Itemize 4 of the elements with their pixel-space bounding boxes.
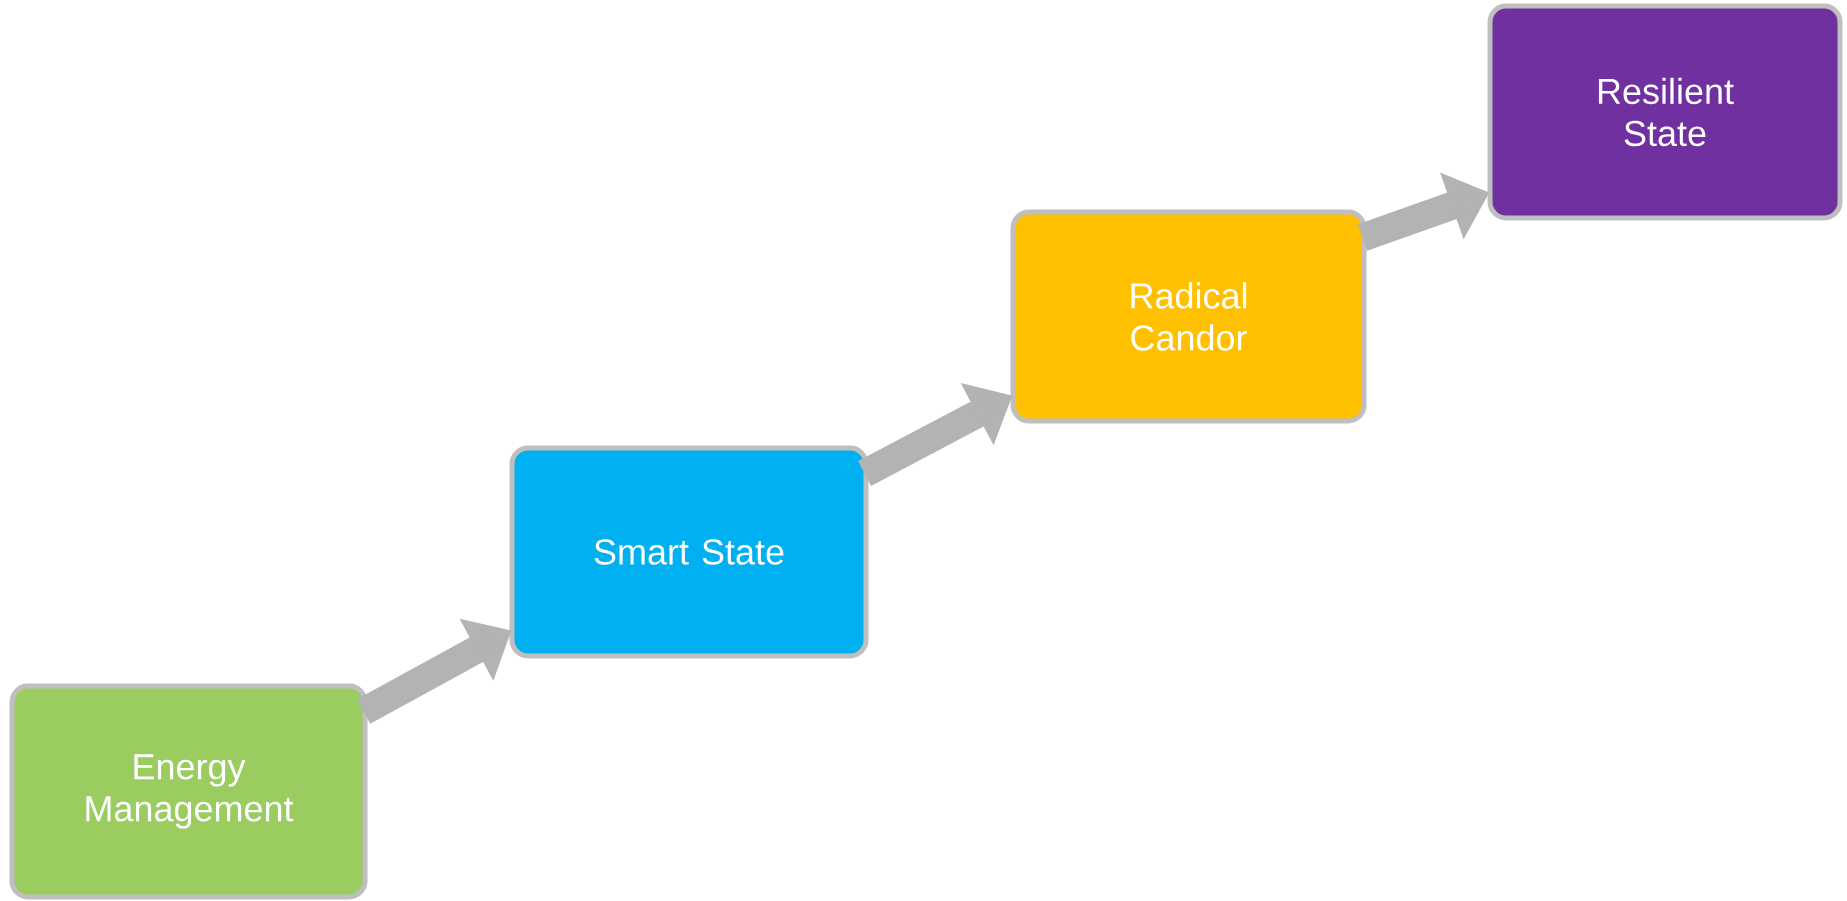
process-box: Radical Candor: [1010, 209, 1367, 424]
process-box: Energy Management: [9, 683, 368, 900]
process-box: Smart State: [509, 445, 869, 659]
process-box: Resilient State: [1487, 3, 1843, 221]
